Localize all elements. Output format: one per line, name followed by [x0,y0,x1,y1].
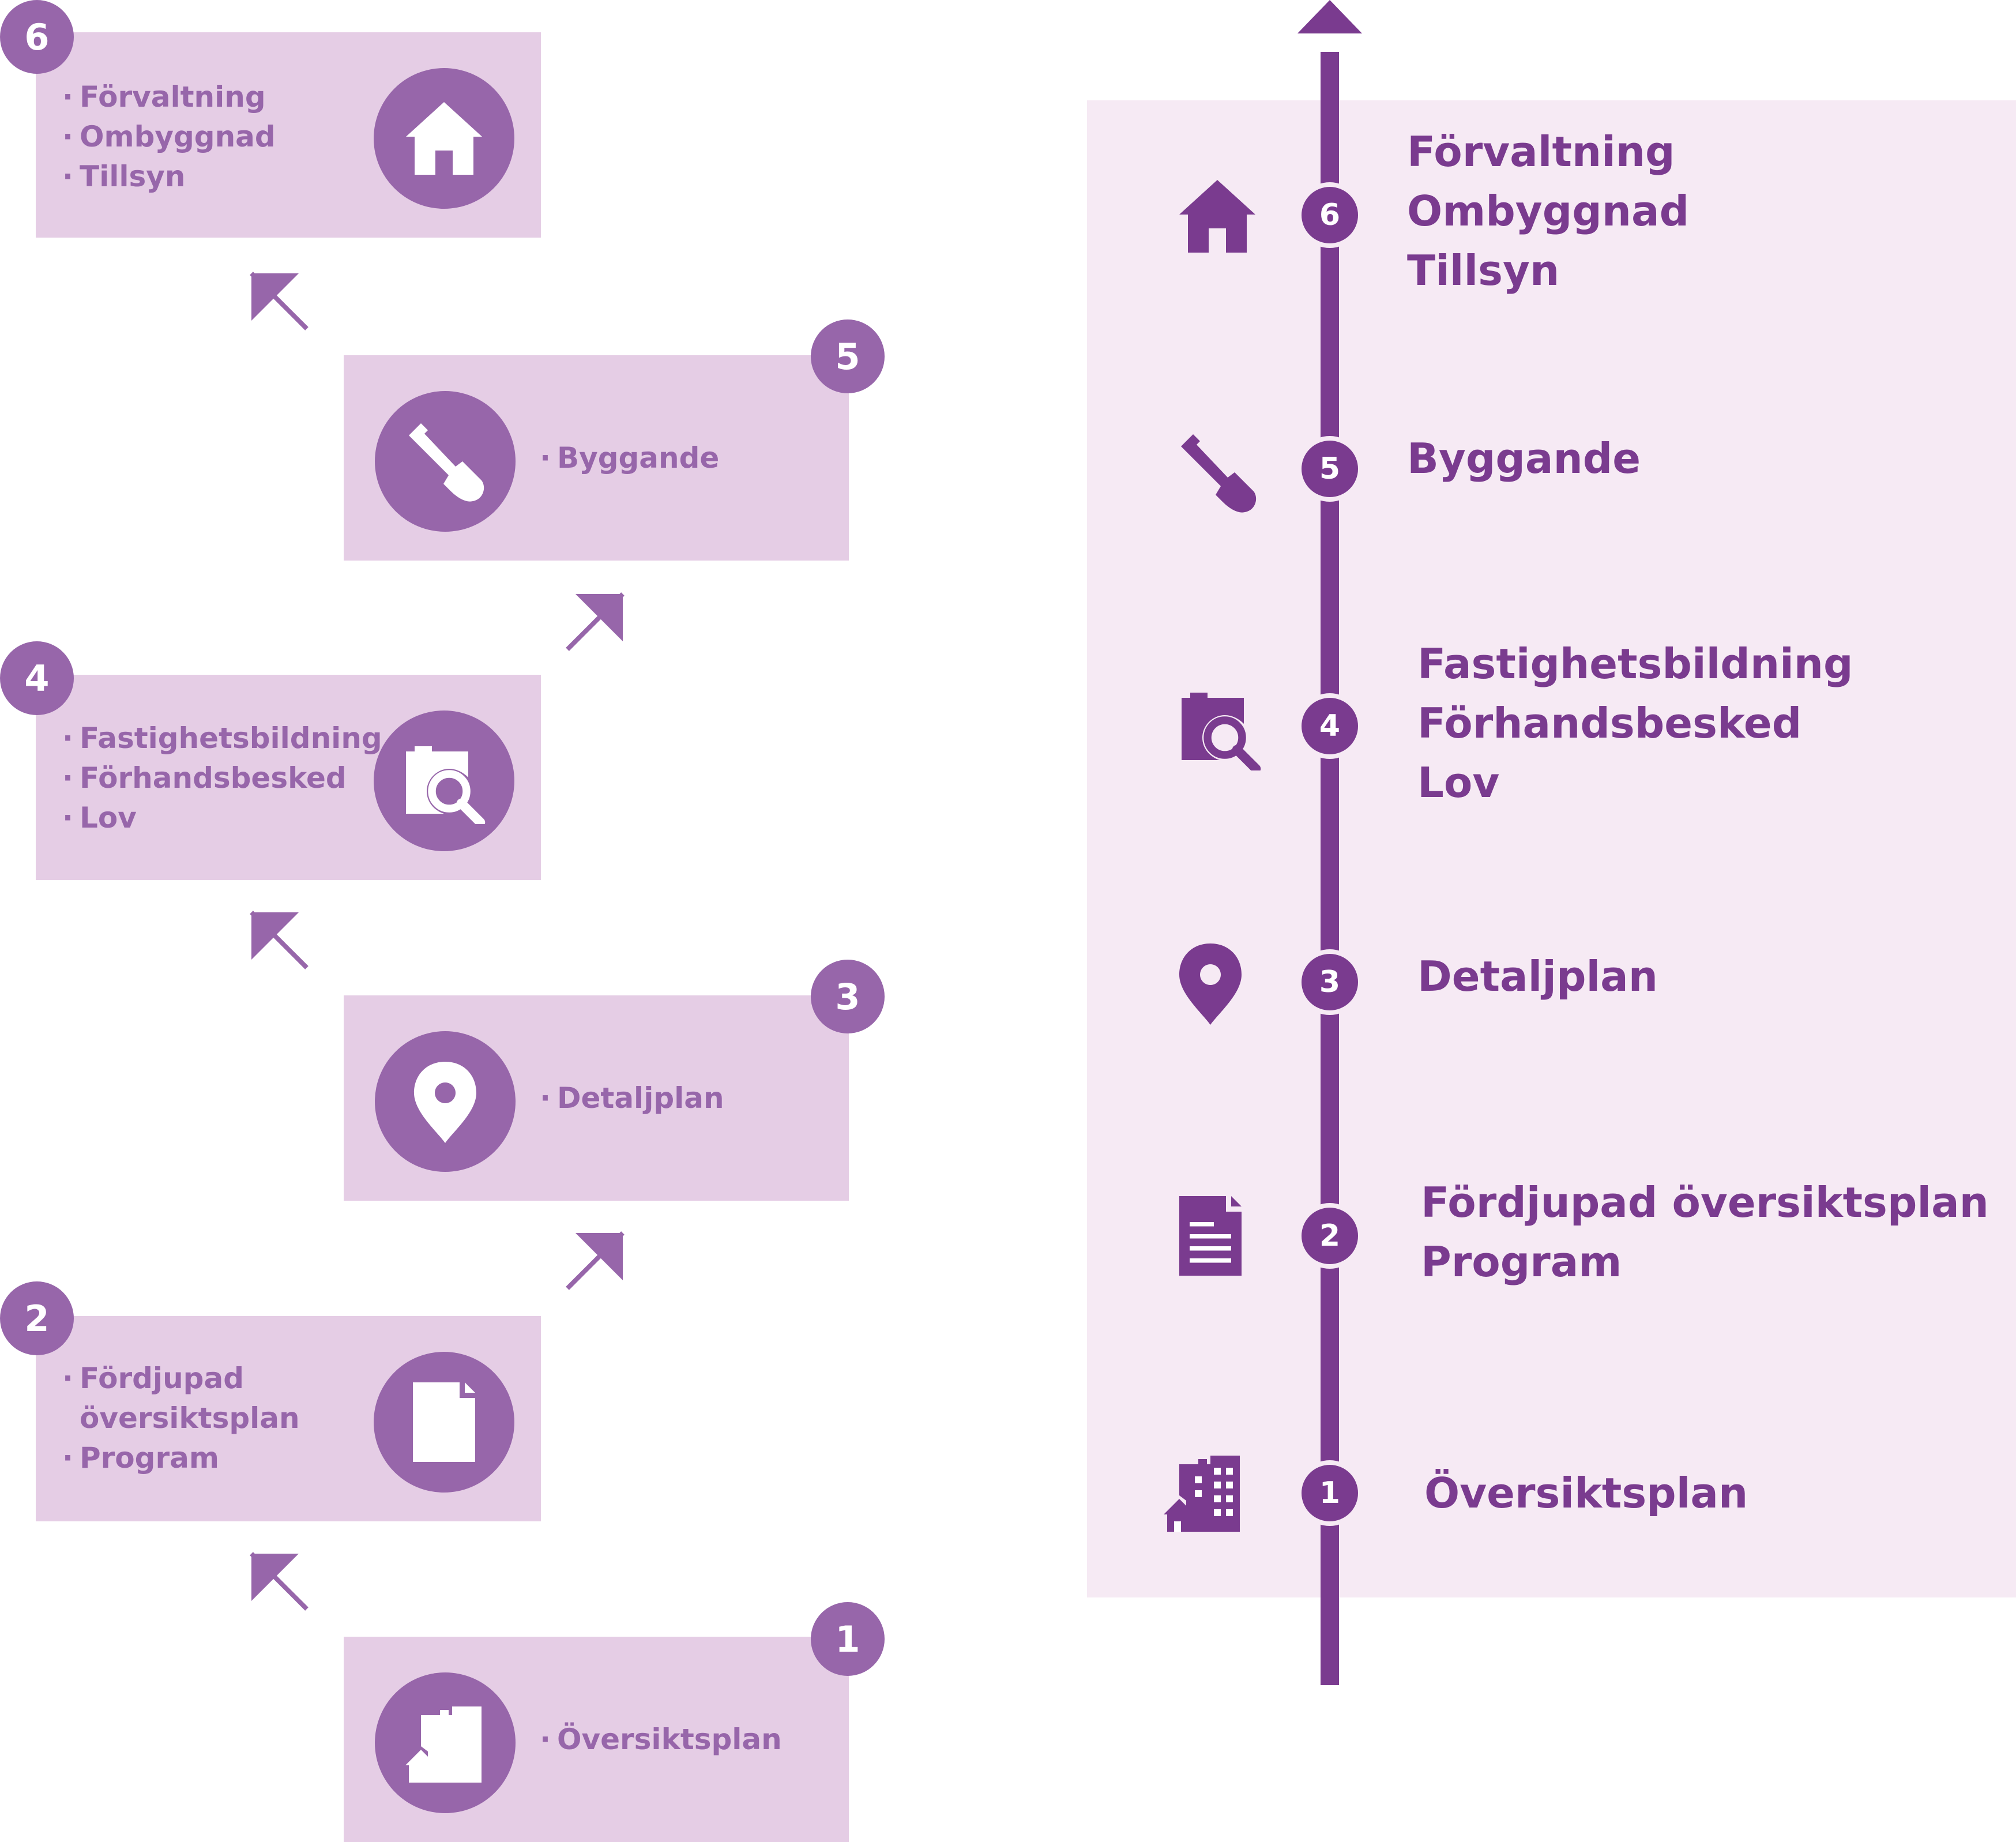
shovel-icon [1174,429,1261,516]
timeline-label-6: Förvaltning Ombyggnad Tillsyn [1407,127,1690,295]
flow-icon-circle [375,391,516,532]
timeline-label-4: Fastighetsbildning Förhandsbesked Lov [1417,640,1853,807]
house-icon [401,95,487,182]
flow-icon-circle [374,711,514,851]
flow-arrow-up-right-icon [566,1231,625,1290]
flow-card-step-4: ·Fastighetsbildning ·Förhandsbesked ·Lov [36,675,541,880]
flow-arrow-up-left-icon [250,911,309,969]
flow-item: ·Översiktsplan [540,1723,782,1756]
buildings-icon [1160,1449,1247,1535]
timeline-axis [1321,52,1339,1685]
map-pin-icon [402,1058,488,1145]
flow-arrow-up-left-icon [250,272,309,330]
timeline-panel [1087,100,2016,1597]
flow-icon-circle [374,68,514,209]
flow-card-step-1: ·Översiktsplan [344,1637,849,1842]
flow-card-step-6: ·Förvaltning ·Ombyggnad ·Tillsyn [36,32,541,238]
flow-card-items: ·Förvaltning ·Ombyggnad ·Tillsyn [62,77,276,197]
timeline-arrowhead-icon [1297,0,1362,33]
step-badge-2: 2 [0,1281,74,1355]
step-badge-6: 6 [0,0,74,74]
flow-item: ·Program [62,1441,219,1475]
flow-arrow-up-left-icon [250,1552,309,1611]
timeline-label-5: Byggande [1407,434,1641,483]
buildings-icon [402,1700,488,1786]
flow-arrow-up-right-icon [566,592,625,651]
timeline-node-2: 2 [1302,1208,1358,1264]
flow-diagram: ·Förvaltning ·Ombyggnad ·Tillsyn 6 ·Bygg… [0,0,900,1842]
flow-card-step-3: ·Detaljplan [344,995,849,1201]
flow-card-items: ·Fördjupad översiktsplan ·Program [62,1359,300,1478]
flow-card-step-2: ·Fördjupad översiktsplan ·Program [36,1316,541,1521]
timeline-node-4: 4 [1302,698,1358,754]
flow-item: ·Byggande [540,441,720,475]
step-badge-1: 1 [811,1602,885,1676]
flow-icon-circle [375,1031,516,1172]
flow-card-step-5: ·Byggande [344,355,849,561]
property-search-icon [401,738,487,824]
flow-item: ·Ombyggnad [62,120,276,153]
document-icon [401,1379,487,1465]
shovel-icon [402,418,488,505]
timeline-node-3: 3 [1302,954,1358,1010]
flow-icon-circle [375,1672,516,1813]
flow-card-items: ·Översiktsplan [540,1720,782,1760]
timeline-label-2: Fördjupad översiktsplan Program [1421,1178,1989,1286]
flow-card-items: ·Byggande [540,438,719,478]
flow-card-items: ·Detaljplan [540,1078,724,1118]
timeline-node-1: 1 [1302,1465,1358,1521]
flow-item: översiktsplan [80,1401,300,1435]
timeline-node-6: 6 [1302,187,1358,243]
step-badge-3: 3 [811,960,885,1033]
flow-item: ·Fastighetsbildning [62,721,382,755]
house-icon [1174,173,1261,260]
timeline-label-1: Översiktsplan [1424,1469,1748,1517]
step-badge-5: 5 [811,319,885,393]
map-pin-icon [1167,940,1254,1027]
flow-item: ·Tillsyn [62,160,186,193]
flow-icon-circle [374,1352,514,1493]
timeline-label-3: Detaljplan [1417,952,1658,1001]
flow-card-items: ·Fastighetsbildning ·Förhandsbesked ·Lov [62,719,382,838]
flow-item: ·Förhandsbesked [62,761,347,795]
flow-item: ·Fördjupad [62,1362,244,1395]
property-search-icon [1176,684,1263,770]
flow-item: ·Detaljplan [540,1081,724,1115]
flow-item: ·Lov [62,801,137,834]
timeline-node-5: 5 [1302,441,1358,497]
document-icon [1167,1193,1254,1279]
step-badge-4: 4 [0,641,74,715]
flow-item: ·Förvaltning [62,80,266,114]
